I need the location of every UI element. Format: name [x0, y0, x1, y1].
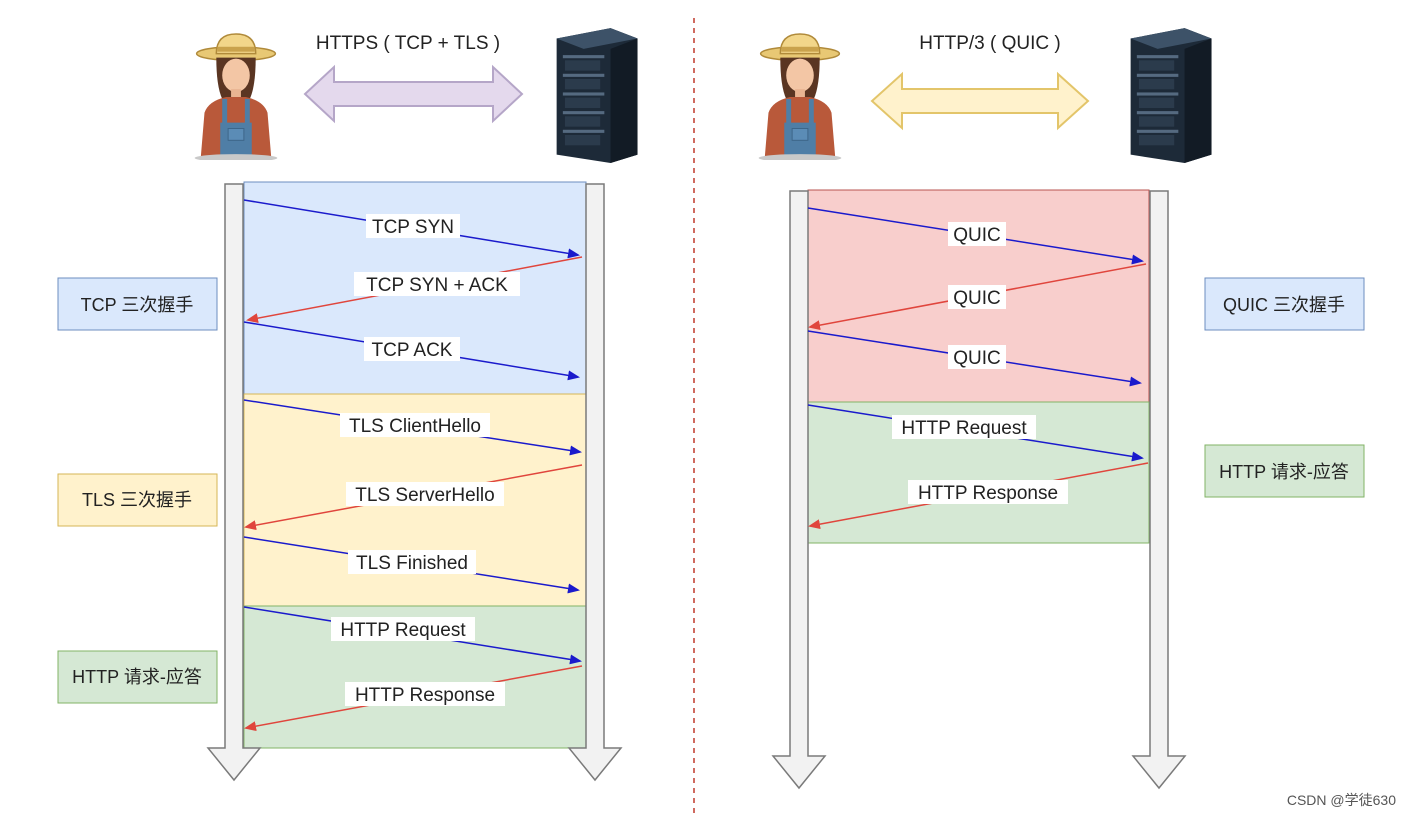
- server-rack-icon: [556, 28, 638, 163]
- http3-section: HTTP/3 ( QUIC ) QUIC QUIC QUIC HTTP Requ…: [757, 28, 1365, 790]
- tls-phase-label-box: [57, 473, 218, 527]
- client-timeline: [206, 183, 262, 782]
- msg-label: QUIC: [953, 288, 1001, 309]
- server-timeline: [567, 183, 623, 782]
- server-timeline: [1131, 190, 1187, 790]
- quic-phase-label: QUIC 三次握手: [1223, 295, 1345, 315]
- msg-label: HTTP Response: [918, 483, 1058, 504]
- msg-label: QUIC: [953, 348, 1001, 369]
- http-phase-region: [243, 605, 587, 749]
- msg-label: HTTP Request: [340, 620, 466, 641]
- client-person-icon: [193, 33, 279, 160]
- client-timeline: [771, 190, 827, 790]
- msg-label: TLS ServerHello: [355, 485, 494, 506]
- msg-label: QUIC: [953, 225, 1001, 246]
- http-phase-label-box: [1204, 444, 1365, 498]
- msg-label: TCP ACK: [372, 340, 453, 361]
- http3-title: HTTP/3 ( QUIC ): [919, 33, 1060, 54]
- tcp-phase-label-box: [57, 277, 218, 331]
- http-phase-label: HTTP 请求-应答: [72, 667, 202, 687]
- https-title: HTTPS ( TCP + TLS ): [316, 33, 500, 54]
- msg-label: HTTP Response: [355, 685, 495, 706]
- msg-label: TCP SYN: [372, 217, 454, 238]
- client-person-icon: [757, 33, 843, 160]
- server-rack-icon: [1130, 28, 1212, 163]
- quic-phase-label-box: [1204, 277, 1365, 331]
- msg-label: TCP SYN + ACK: [366, 275, 508, 296]
- msg-label: HTTP Request: [901, 418, 1027, 439]
- http-phase-label: HTTP 请求-应答: [1219, 462, 1349, 482]
- watermark: CSDN @学徒630: [1287, 792, 1396, 808]
- http3-double-arrow: [870, 71, 1090, 131]
- https-section: HTTPS ( TCP + TLS ) TCP SYN TCP SYN + AC…: [57, 28, 638, 782]
- tls-phase-label: TLS 三次握手: [82, 490, 192, 510]
- tcp-phase-label: TCP 三次握手: [81, 295, 194, 315]
- https-double-arrow: [303, 64, 524, 124]
- msg-label: TLS Finished: [356, 553, 468, 574]
- http-phase-label-box: [57, 650, 218, 704]
- msg-label: TLS ClientHello: [349, 416, 481, 437]
